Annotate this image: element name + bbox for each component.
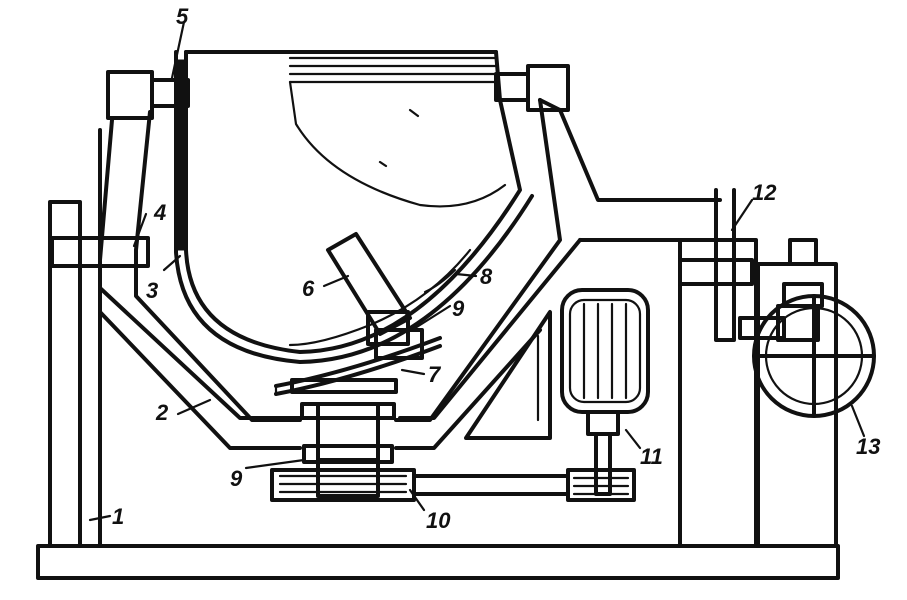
label-5: 5 xyxy=(176,4,189,29)
spindle-column xyxy=(290,378,398,498)
label-9-upper: 9 xyxy=(452,296,465,321)
right-bearing-block xyxy=(494,64,570,112)
left-pulley xyxy=(270,468,416,502)
label-13: 13 xyxy=(856,434,880,459)
label-8: 8 xyxy=(480,264,493,289)
label-12: 12 xyxy=(752,180,777,205)
leader-lines xyxy=(88,20,866,522)
label-6: 6 xyxy=(302,276,315,301)
scraper-assembly xyxy=(274,232,442,396)
label-4: 4 xyxy=(153,200,166,225)
label-2: 2 xyxy=(155,400,169,425)
vessel-rim-rings xyxy=(288,56,498,84)
handwheel xyxy=(752,294,876,418)
label-9-lower: 9 xyxy=(230,466,243,491)
handwheel-housing xyxy=(738,238,838,548)
electric-motor xyxy=(560,288,650,496)
label-3: 3 xyxy=(146,278,158,303)
label-7: 7 xyxy=(428,362,442,387)
drive-belt xyxy=(412,474,570,496)
label-10: 10 xyxy=(426,508,451,533)
label-11: 11 xyxy=(640,444,663,469)
base-plate xyxy=(36,544,840,580)
label-1: 1 xyxy=(112,504,124,529)
part-labels: 1 2 3 4 5 6 7 8 9 9 10 11 12 13 xyxy=(112,4,880,533)
motor-bracket xyxy=(464,310,552,440)
tilt-support-column xyxy=(678,188,758,548)
vessel xyxy=(174,50,534,364)
